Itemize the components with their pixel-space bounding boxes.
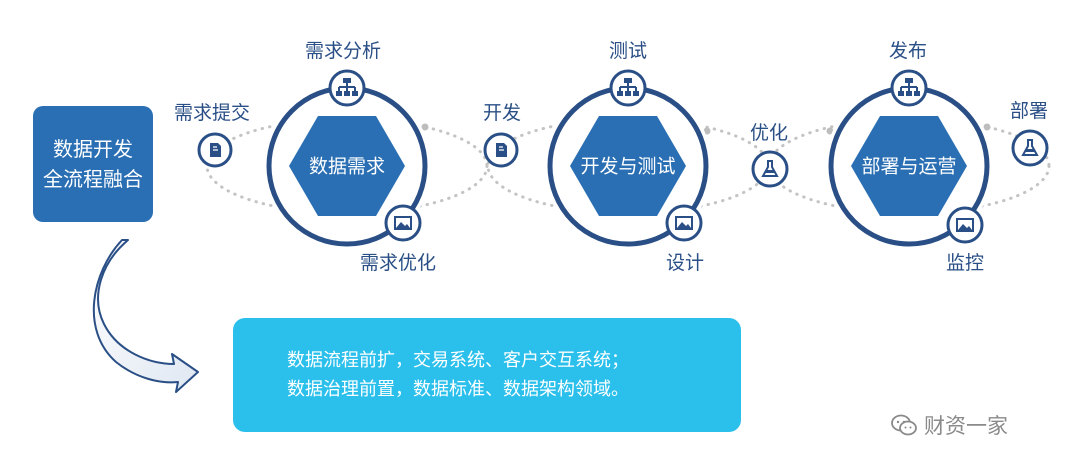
hexagon-3	[851, 116, 967, 216]
org-chart-icon	[328, 69, 366, 107]
stage-ring-2	[544, 82, 712, 250]
image-icon	[665, 204, 703, 242]
org-chart-icon	[609, 69, 647, 107]
document-icon	[483, 132, 519, 168]
label-stage2-left: 开发	[483, 102, 522, 124]
flask-icon	[1011, 129, 1049, 167]
note-box: 数据流程前扩，交易系统、客户交互系统； 数据治理前置，数据标准、数据架构领域。	[233, 318, 741, 432]
label-stage3-bottom: 监控	[946, 252, 985, 274]
org-chart-icon	[890, 69, 928, 107]
title-box: 数据开发 全流程融合	[33, 106, 153, 222]
title-line-1: 数据开发	[53, 137, 133, 161]
document-icon	[197, 132, 233, 168]
hex-label-3: 部署与运营	[861, 155, 957, 178]
curved-arrow-icon	[92, 239, 199, 393]
flask-icon	[751, 150, 789, 188]
note-line-2: 数据治理前置，数据标准、数据架构领域。	[287, 379, 629, 400]
hex-label-1: 数据需求	[308, 155, 386, 178]
watermark: 财资一家	[890, 410, 1008, 440]
label-stage1-left: 需求提交	[174, 102, 251, 124]
label-stage3-top: 发布	[889, 40, 928, 62]
label-stage2-top: 测试	[609, 40, 648, 62]
note-line-1: 数据流程前扩，交易系统、客户交互系统；	[287, 350, 629, 371]
image-icon	[946, 206, 984, 244]
label-stage1-top: 需求分析	[305, 40, 382, 62]
hex-label-2: 开发与测试	[580, 155, 676, 178]
label-stage3-right: 部署	[1010, 100, 1049, 122]
hexagon-1	[289, 116, 405, 216]
orbit-dots	[421, 123, 991, 135]
title-line-2: 全流程融合	[43, 167, 143, 191]
image-icon	[384, 204, 422, 242]
label-stage2-bottom: 设计	[666, 252, 705, 274]
wechat-icon	[891, 414, 917, 436]
hexagon-2	[570, 116, 686, 216]
watermark-text: 财资一家	[924, 414, 1008, 438]
label-stage1-bottom: 需求优化	[360, 252, 437, 274]
label-stage3-left: 优化	[750, 122, 789, 144]
